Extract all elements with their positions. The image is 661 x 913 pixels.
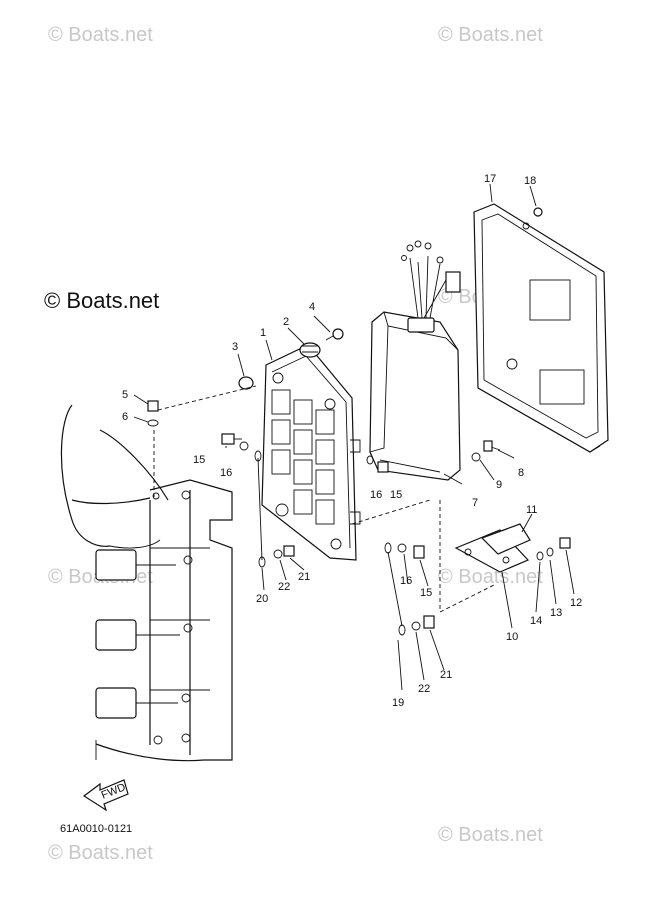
callout-9: 9 xyxy=(496,479,502,491)
callout-11: 11 xyxy=(526,504,537,516)
engine-block-outline xyxy=(60,404,233,762)
callout-21-left: 21 xyxy=(298,571,310,583)
watermark-bottom-right: © Boats.net xyxy=(438,824,543,846)
fwd-arrow-icon: FWD xyxy=(82,779,129,812)
callout-16-middle: 16 xyxy=(370,489,382,501)
callout-18: 18 xyxy=(524,175,536,187)
callout-21-right: 21 xyxy=(440,669,452,681)
callout-3: 3 xyxy=(232,341,238,353)
callout-15-right: 15 xyxy=(420,587,432,599)
watermark-center: © Boats.net xyxy=(44,288,160,313)
small-parts xyxy=(147,207,571,636)
cover xyxy=(473,203,609,453)
callout-16-left: 16 xyxy=(220,467,232,479)
control-unit xyxy=(369,240,461,481)
watermark-bottom-left: © Boats.net xyxy=(48,842,153,864)
callout-17: 17 xyxy=(484,173,496,185)
callout-10: 10 xyxy=(506,631,518,643)
callout-16-right: 16 xyxy=(400,575,412,587)
callout-4: 4 xyxy=(309,301,315,313)
callout-19: 19 xyxy=(392,697,404,709)
leader-lines xyxy=(133,183,575,691)
callout-5: 5 xyxy=(122,389,128,401)
watermark-top-right: © Boats.net xyxy=(438,24,543,46)
callout-1: 1 xyxy=(260,327,266,339)
watermark-top-left: © Boats.net xyxy=(48,24,153,46)
watermark-lower-right: © Boats.net xyxy=(438,566,543,588)
callout-14: 14 xyxy=(530,615,542,627)
callout-12: 12 xyxy=(570,597,582,609)
callout-22-right: 22 xyxy=(418,683,430,695)
diagram-code: 61A0010-0121 xyxy=(60,823,133,835)
callout-labels: 1 2 3 4 5 6 7 8 9 10 11 12 13 14 15 15 1… xyxy=(122,173,582,709)
callout-15-middle: 15 xyxy=(390,489,402,501)
callout-7: 7 xyxy=(472,497,478,509)
callout-20: 20 xyxy=(256,593,268,605)
mounting-plate xyxy=(261,344,361,561)
callout-13: 13 xyxy=(550,607,562,619)
callout-6: 6 xyxy=(122,411,128,423)
callout-8: 8 xyxy=(518,467,524,479)
callout-2: 2 xyxy=(283,316,289,328)
callout-22-left: 22 xyxy=(278,581,290,593)
callout-15-left: 15 xyxy=(193,454,205,466)
